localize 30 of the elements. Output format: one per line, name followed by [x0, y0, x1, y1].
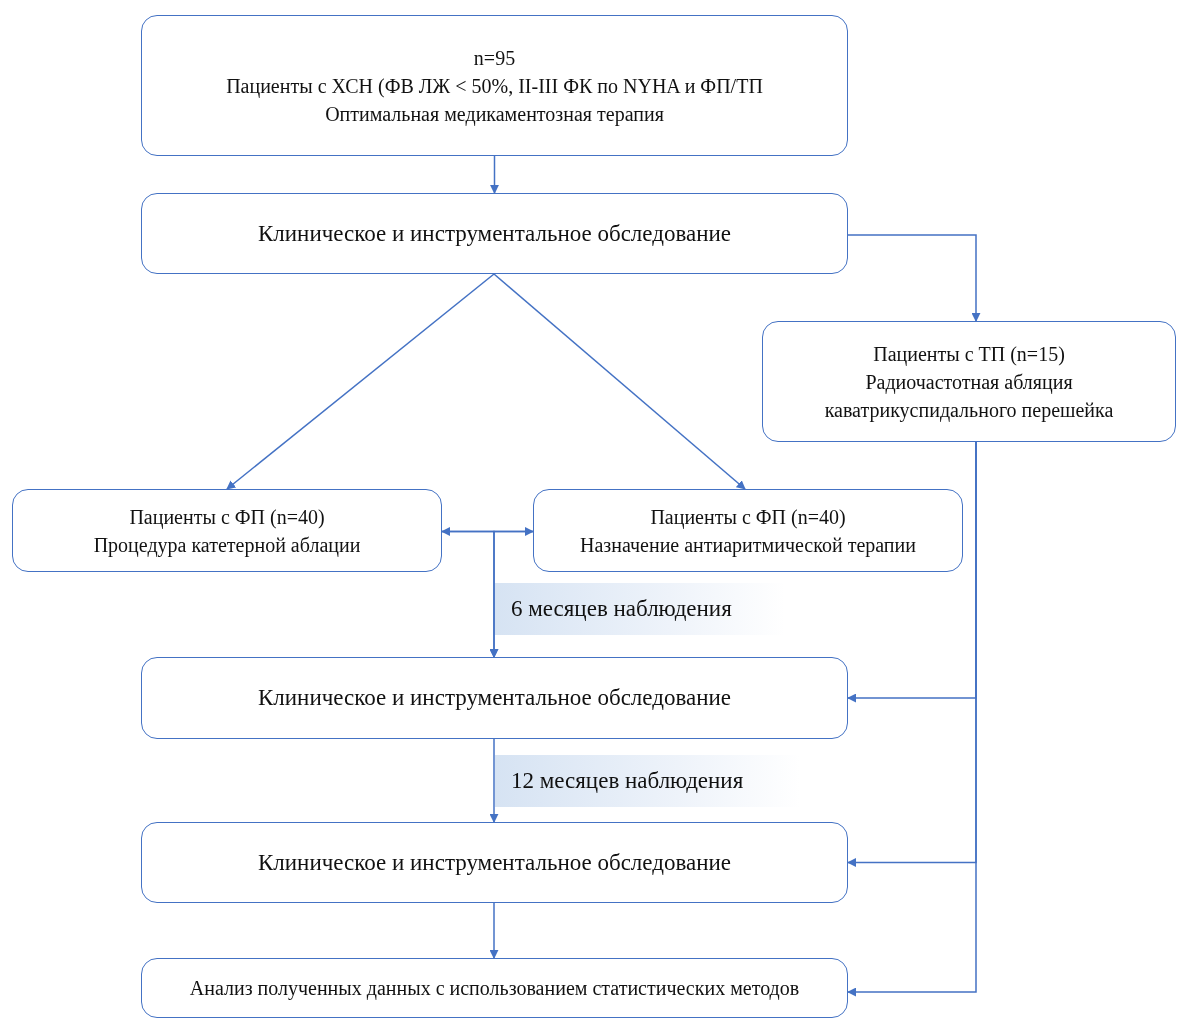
- arrow: [226, 273, 495, 490]
- arrow: [489, 530, 534, 658]
- box-text: Пациенты с ХСН (ФВ ЛЖ < 50%, II-III ФК по NYHA и ФП/ТП: [226, 73, 763, 100]
- process-box: [141, 193, 848, 274]
- process-box: [141, 657, 848, 739]
- process-box: [12, 489, 442, 572]
- box-text: Оптимальная медикаментозная терапия: [325, 101, 664, 128]
- arrow: [847, 234, 981, 322]
- box-text: Клиническое и инструментальное обследование: [257, 849, 732, 876]
- arrow: [493, 273, 746, 490]
- process-box: [141, 958, 848, 1018]
- box-text: Клиническое и инструментальное обследование: [257, 685, 732, 711]
- arrow: [490, 155, 499, 194]
- box-text: Процедура катетерной аблации: [93, 532, 361, 559]
- box-text: Назначение антиаритмической терапии: [580, 532, 916, 559]
- arrow: [489, 902, 499, 959]
- box-text: Пациенты с ФП (n=40): [650, 504, 846, 531]
- process-box: [533, 489, 963, 572]
- arrow: [489, 738, 499, 823]
- process-box: [762, 321, 1176, 442]
- arrow: [441, 527, 534, 536]
- box-text: Пациенты с ФП (n=40): [129, 504, 325, 531]
- process-box: [141, 822, 848, 903]
- box-text: Анализ полученных данных с использованием статистических методов: [189, 976, 800, 1002]
- box-text: n=95: [473, 45, 516, 71]
- box-text: Пациенты с ТП (n=15): [873, 341, 1065, 368]
- box-text: Радиочастотная абляция каватрикуспидального перешейка: [823, 369, 1115, 424]
- arrow: [847, 441, 977, 997]
- process-box: [141, 15, 848, 156]
- box-text: Клиническое и инструментальное обследование: [257, 220, 732, 247]
